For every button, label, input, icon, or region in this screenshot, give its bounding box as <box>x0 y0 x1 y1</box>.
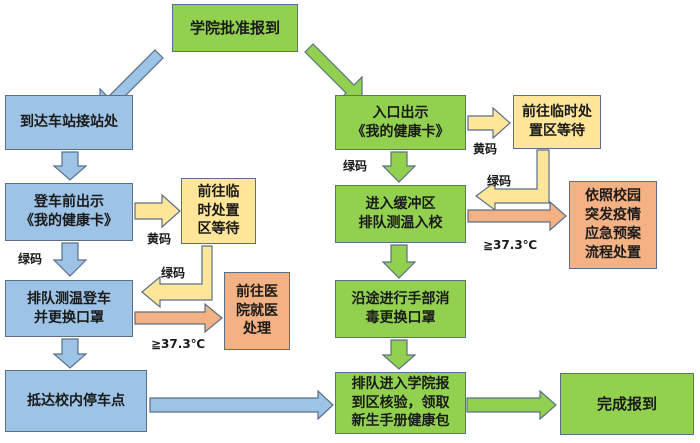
node-temp-area-left: 前往临 时处置 区等待 <box>181 178 256 244</box>
label-temp-threshold-right: ≧37.3℃ <box>483 238 538 252</box>
node-emergency-plan-line1: 依照校园 <box>585 188 641 205</box>
node-start-text: 学院批准报到 <box>189 18 280 37</box>
node-buffer-zone-line2: 排队测温入校 <box>358 215 443 231</box>
arrow-templeft-to-queue <box>141 245 213 309</box>
arrow-stop-to-register <box>149 389 334 421</box>
node-emergency-plan-line2: 突发疫情 <box>585 207 641 224</box>
node-show-card-left-line2: 《我的健康卡》 <box>20 213 118 229</box>
node-register-line2: 到区核验，领取 <box>351 394 450 411</box>
arrow-tempright-to-buffer <box>474 149 550 212</box>
node-buffer-zone: 进入缓冲区 排队测温入校 <box>335 185 466 243</box>
node-hospital-line2: 院就医 <box>236 302 278 319</box>
node-hospital: 前往医 院就医 处理 <box>224 272 290 350</box>
arrow-entrance-to-buffer <box>381 151 417 183</box>
node-hospital-line3: 处理 <box>243 321 271 338</box>
label-green-code-right-1: 绿码 <box>343 159 368 173</box>
node-disinfect: 沿途进行手部消 毒更换口罩 <box>335 280 466 338</box>
node-done: 完成报到 <box>560 373 694 435</box>
node-start: 学院批准报到 <box>172 4 298 52</box>
node-queue-bus-line1: 排队测温登车 <box>27 290 111 307</box>
arrow-disinfect-to-register <box>381 339 417 370</box>
node-register-line3: 新生手册健康包 <box>351 413 450 430</box>
node-station: 到达车站接站处 <box>5 95 133 150</box>
arrow-start-to-entrance <box>304 43 363 102</box>
node-hospital-line1: 前往医 <box>236 283 278 300</box>
node-station-text: 到达车站接站处 <box>20 114 118 131</box>
node-temp-area-right-line1: 前往临时处 <box>522 104 592 121</box>
node-arrive-stop: 抵达校内停车点 <box>5 370 147 432</box>
node-emergency-plan: 依照校园 突发疫情 应急预案 流程处置 <box>569 181 657 269</box>
node-buffer-zone-line1: 进入缓冲区 <box>365 196 436 213</box>
arrow-card-to-templeft <box>134 193 181 229</box>
node-register: 排队进入学院报 到区核验，领取 新生手册健康包 <box>335 372 466 434</box>
node-done-text: 完成报到 <box>596 394 657 413</box>
node-temp-area-left-line3: 区等待 <box>197 221 240 238</box>
arrow-entrance-to-tempright <box>467 106 511 140</box>
node-register-line1: 排队进入学院报 <box>351 375 450 392</box>
node-entrance-show-line2: 《我的健康卡》 <box>351 123 450 140</box>
label-green-code-left-1: 绿码 <box>18 252 43 266</box>
node-temp-area-right: 前往临时处 置区等待 <box>513 95 601 149</box>
label-green-code-right-2: 绿码 <box>487 174 512 188</box>
node-temp-area-left-line2: 时处置 <box>197 202 240 219</box>
node-emergency-plan-line3: 应急预案 <box>585 226 641 242</box>
node-queue-bus-line2: 并更换口罩 <box>34 309 104 326</box>
label-green-code-left-2: 绿码 <box>161 266 186 280</box>
node-show-card-left: 登车前出示 《我的健康卡》 <box>5 183 133 241</box>
arrow-buffer-to-disinfect <box>381 244 417 279</box>
node-emergency-plan-line4: 流程处置 <box>585 244 641 261</box>
arrow-station-to-card <box>52 151 88 181</box>
node-temp-area-right-line2: 置区等待 <box>529 123 585 139</box>
arrow-queue-to-hospital <box>134 302 223 334</box>
node-entrance-show-line1: 入口出示 <box>372 104 429 121</box>
node-disinfect-line2: 毒更换口罩 <box>365 310 436 326</box>
node-entrance-show: 入口出示 《我的健康卡》 <box>335 95 466 150</box>
arrow-card-to-queue <box>52 242 88 277</box>
node-show-card-left-line1: 登车前出示 <box>34 194 104 211</box>
arrow-queue-to-stop <box>52 338 88 369</box>
node-temp-area-left-line1: 前往临 <box>197 183 240 200</box>
node-disinfect-line1: 沿途进行手部消 <box>351 291 450 308</box>
label-yellow-code-left: 黄码 <box>147 232 172 246</box>
node-arrive-stop-text: 抵达校内停车点 <box>27 392 125 409</box>
arrow-buffer-to-emergency <box>467 200 567 232</box>
node-queue-bus: 排队测温登车 并更换口罩 <box>5 280 133 337</box>
label-yellow-code-right: 黄码 <box>473 142 498 156</box>
label-temp-threshold-left: ≧37.3℃ <box>151 337 206 351</box>
arrow-register-to-done <box>466 389 557 421</box>
